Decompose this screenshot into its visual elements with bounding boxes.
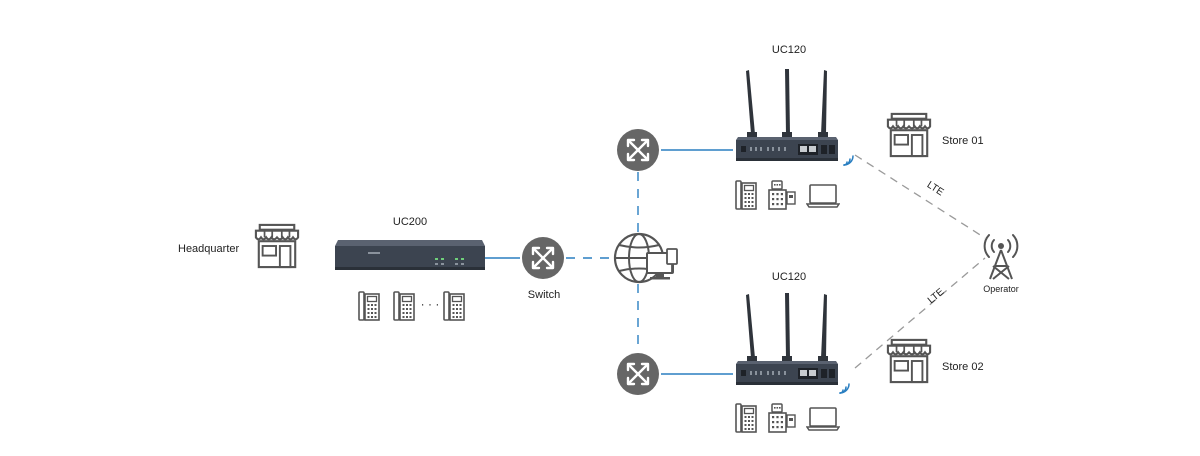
- store-02-label: Store 02: [942, 361, 984, 373]
- uc120-top-label: UC120: [772, 44, 806, 56]
- uc200-label: UC200: [393, 216, 427, 228]
- phone-icon: [735, 180, 757, 210]
- laptop-icon: [806, 407, 840, 431]
- uc200-device: [335, 240, 485, 270]
- uc120-bottom-device: [736, 293, 838, 385]
- connection-lines: [485, 149, 986, 375]
- store-01-icon: [886, 112, 932, 158]
- lte-link-bottom: [854, 257, 986, 369]
- lte-label-top: LTE: [925, 180, 946, 199]
- phone-icon: [735, 403, 757, 433]
- phone-icon: [358, 291, 380, 321]
- laptop-icon: [806, 184, 840, 208]
- headquarter-store-icon: [254, 223, 300, 269]
- router-icon-bottom: [616, 352, 660, 396]
- switch-icon: [521, 236, 565, 280]
- router-icon-top: [616, 128, 660, 172]
- phone-icon: [443, 291, 465, 321]
- lte-link-top: [854, 154, 986, 239]
- headquarter-label: Headquarter: [178, 243, 239, 255]
- phone-icon: [393, 291, 415, 321]
- fax-phone-icon: [768, 403, 796, 433]
- store-01-label: Store 01: [942, 135, 984, 147]
- wifi-icon: [839, 383, 850, 394]
- switch-label: Switch: [528, 289, 560, 301]
- uc120-bottom-label: UC120: [772, 271, 806, 283]
- lte-label-bottom: LTE: [926, 286, 947, 306]
- ellipsis: · · ·: [421, 297, 440, 311]
- uc120-top-device: [736, 69, 838, 161]
- wifi-icon: [843, 155, 854, 166]
- computer-icon: [646, 248, 678, 280]
- cell-tower-icon: [983, 234, 1019, 280]
- store-02-icon: [886, 338, 932, 384]
- fax-phone-icon: [768, 180, 796, 210]
- operator-label: Operator: [983, 284, 1019, 294]
